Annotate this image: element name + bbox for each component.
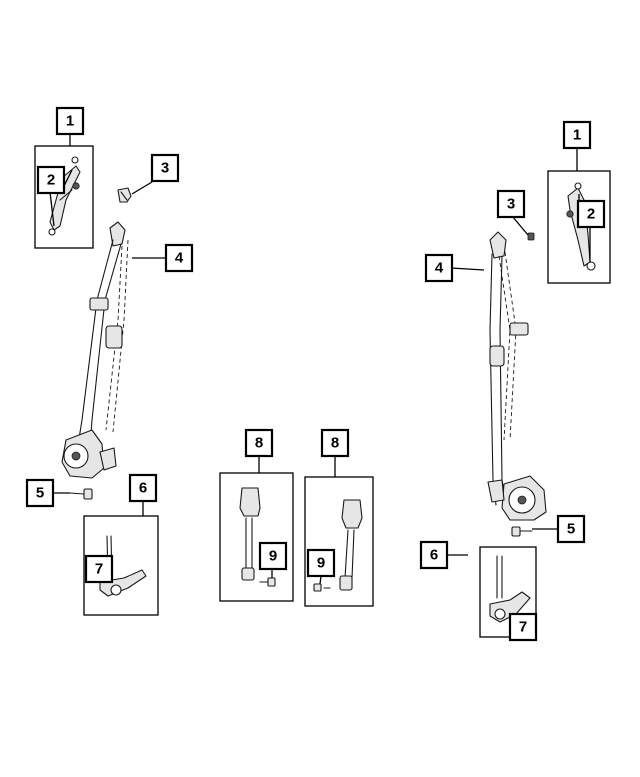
guide-cap-right [527,232,535,241]
callout-7-right-label: 7 [519,619,527,636]
callout-8-right: 8 [320,428,350,458]
callout-4-left: 4 [164,243,194,273]
height-adjuster-left [48,156,81,236]
callout-6-left-label: 6 [139,480,147,497]
callout-6-right: 6 [419,540,449,570]
callout-8-left-label: 8 [255,435,263,452]
callout-5-right: 5 [556,514,586,544]
callout-2-left: 2 [36,165,66,195]
callout-3-left-label: 3 [161,160,169,177]
callout-9-left-label: 9 [269,548,277,565]
callout-9-left: 9 [258,541,288,571]
callout-7-left-label: 7 [95,561,103,578]
callout-3-right-label: 3 [507,196,515,213]
callout-1-left: 1 [55,106,85,136]
callout-6-left: 6 [128,473,158,503]
callout-4-right-label: 4 [435,260,444,277]
callout-5-right-label: 5 [567,521,575,538]
callout-1-left-label: 1 [66,113,74,130]
callout-9-right: 9 [306,548,336,578]
callout-2-right: 2 [576,199,606,229]
pretensioner-right [489,555,531,623]
mounting-bolt-left [69,488,93,500]
seat-belt-retractor-left [61,221,129,479]
callout-2-left-label: 2 [47,172,55,189]
callout-7-left: 7 [84,554,114,584]
callout-4-right: 4 [424,253,454,283]
callout-2-right-label: 2 [587,206,595,223]
callout-5-left-label: 5 [36,485,44,502]
callout-9-right-label: 9 [317,555,325,572]
callout-3-right: 3 [496,189,526,219]
callout-1-right-label: 1 [573,127,581,144]
guide-cap-left [117,187,132,203]
mounting-bolt-right [511,526,533,537]
buckle-center-left [239,487,276,587]
callout-5-left: 5 [25,478,55,508]
buckle-center-right [313,499,363,592]
callout-1-right: 1 [562,120,592,150]
callout-3-left: 3 [150,153,180,183]
callout-8-left: 8 [244,428,274,458]
callout-6-right-label: 6 [430,547,438,564]
callout-8-right-label: 8 [331,435,339,452]
callout-7-right: 7 [508,612,538,642]
callout-4-left-label: 4 [175,250,184,267]
seat-belt-retractor-right [487,231,547,521]
